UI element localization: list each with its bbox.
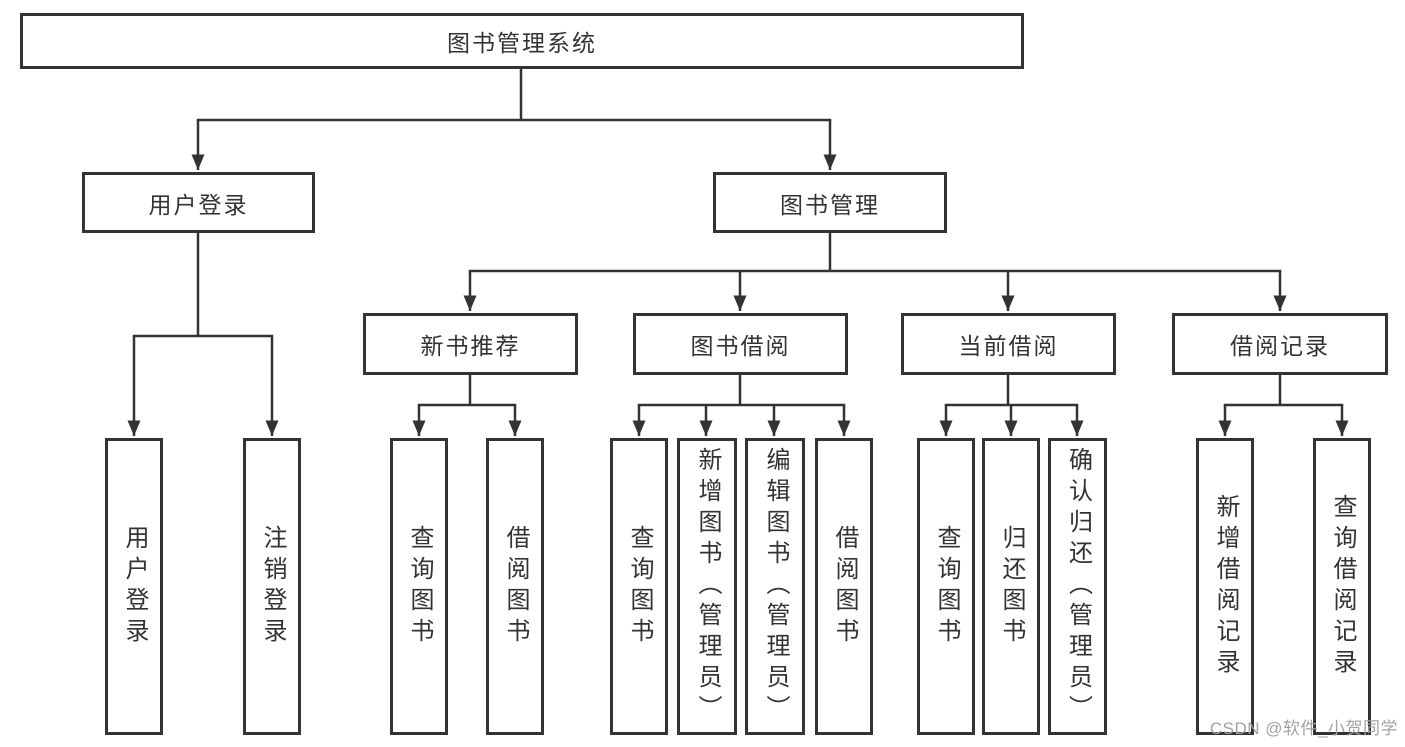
leaf-edit-book-admin-label: 编辑图书（管理员）	[762, 447, 789, 726]
leaf-return-book: 归还图书	[982, 438, 1040, 735]
leaf-add-book-admin: 新增图书（管理员）	[677, 438, 737, 735]
csdn-watermark: CSDN @软件_小贺同学	[1209, 719, 1398, 738]
connector-current-borrow-branch	[939, 375, 1084, 436]
node-user-login: 用户登录	[82, 172, 315, 233]
leaf-confirm-return-admin: 确认归还（管理员）	[1048, 438, 1107, 735]
leaf-add-borrow-record-label: 新增借阅记录	[1212, 493, 1239, 680]
leaf-current-query-books: 查询图书	[917, 438, 975, 735]
connector-user-login-branch	[127, 233, 279, 436]
node-current-borrow: 当前借阅	[901, 313, 1116, 375]
connector-new-book-branch	[412, 375, 522, 436]
connector-book-borrow-branch	[632, 375, 851, 436]
leaf-add-book-admin-label: 新增图书（管理员）	[694, 447, 721, 726]
connector-book-management-branch	[463, 233, 1287, 311]
node-borrow-records: 借阅记录	[1172, 313, 1388, 375]
leaf-logout: 注销登录	[243, 438, 301, 735]
node-new-book-recommend: 新书推荐	[363, 313, 578, 375]
node-book-borrow: 图书借阅	[633, 313, 848, 375]
leaf-query-borrow-record-label: 查询借阅记录	[1329, 493, 1356, 680]
leaf-borrow-borrow-books: 借阅图书	[815, 438, 873, 735]
connector-borrow-records-branch	[1218, 375, 1349, 436]
leaf-newbook-query-books-label: 查询图书	[406, 524, 433, 649]
leaf-newbook-query-books: 查询图书	[390, 438, 448, 735]
connector-root-to-level2	[191, 69, 837, 170]
leaf-borrow-query-books-label: 查询图书	[626, 524, 653, 649]
leaf-borrow-borrow-books-label: 借阅图书	[831, 524, 858, 649]
leaf-return-book-label: 归还图书	[998, 524, 1025, 649]
leaf-newbook-borrow-books: 借阅图书	[486, 438, 544, 735]
leaf-add-borrow-record: 新增借阅记录	[1196, 438, 1254, 735]
leaf-borrow-query-books: 查询图书	[610, 438, 668, 735]
leaf-confirm-return-admin-label: 确认归还（管理员）	[1064, 447, 1092, 726]
leaf-user-login-label: 用户登录	[121, 524, 148, 649]
leaf-query-borrow-record: 查询借阅记录	[1313, 438, 1371, 735]
node-book-management: 图书管理	[713, 172, 947, 233]
leaf-logout-label: 注销登录	[259, 524, 286, 649]
leaf-newbook-borrow-books-label: 借阅图书	[502, 524, 529, 649]
node-root-system: 图书管理系统	[20, 13, 1024, 69]
leaf-user-login: 用户登录	[105, 438, 163, 735]
leaf-edit-book-admin: 编辑图书（管理员）	[745, 438, 805, 735]
leaf-current-query-books-label: 查询图书	[933, 524, 960, 649]
